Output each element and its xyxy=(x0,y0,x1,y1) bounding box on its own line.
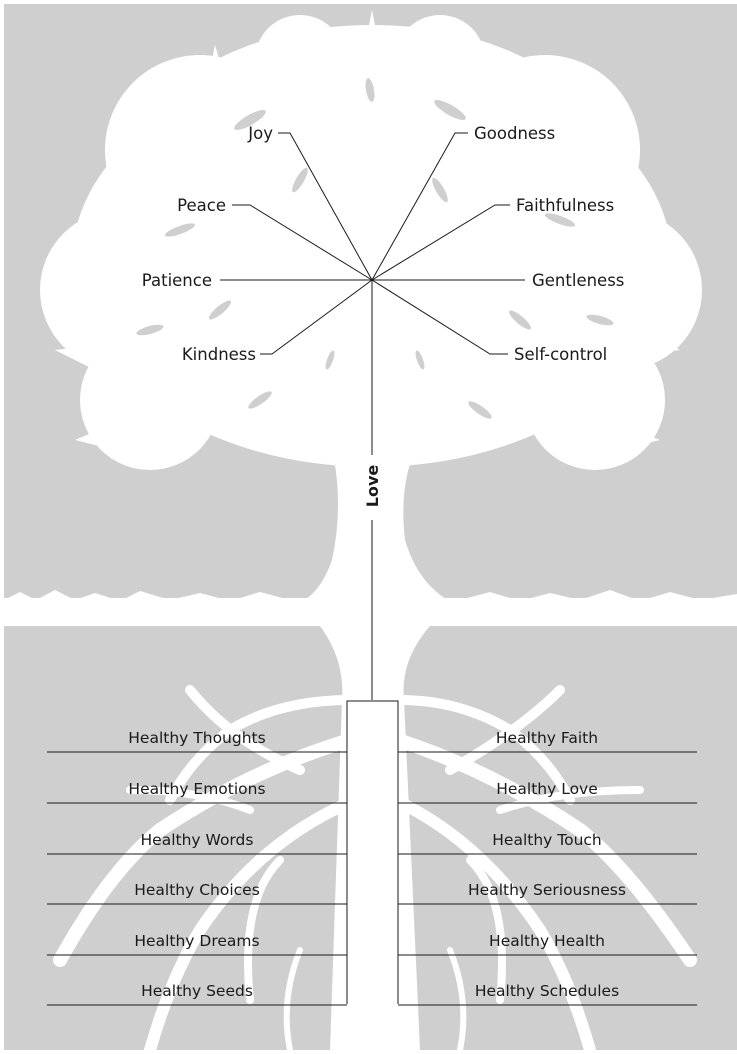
root-label: Healthy Schedules xyxy=(475,982,619,1000)
root-label: Healthy Love xyxy=(496,780,598,798)
root-label: Healthy Choices xyxy=(134,881,260,899)
root-label: Healthy Dreams xyxy=(134,932,259,950)
root-label: Healthy Seriousness xyxy=(468,881,626,899)
fruit-label-gentleness: Gentleness xyxy=(532,271,624,290)
fruit-label-peace: Peace xyxy=(177,196,226,215)
root-label: Healthy Health xyxy=(489,932,605,950)
root-label: Healthy Thoughts xyxy=(128,729,265,747)
fruit-label-self-control: Self-control xyxy=(514,345,607,364)
fruit-label-patience: Patience xyxy=(142,271,212,290)
root-label: Healthy Seeds xyxy=(141,982,253,1000)
root-label: Healthy Emotions xyxy=(128,780,265,798)
trunk-label-love: Love xyxy=(363,465,382,508)
root-label: Healthy Touch xyxy=(492,831,601,849)
fruit-label-faithfulness: Faithfulness xyxy=(516,196,614,215)
fruit-label-joy: Joy xyxy=(247,124,273,143)
root-label: Healthy Faith xyxy=(496,729,598,747)
root-label: Healthy Words xyxy=(141,831,254,849)
fruit-label-kindness: Kindness xyxy=(182,345,256,364)
tree-canopy xyxy=(40,10,702,470)
fruit-label-goodness: Goodness xyxy=(474,124,555,143)
